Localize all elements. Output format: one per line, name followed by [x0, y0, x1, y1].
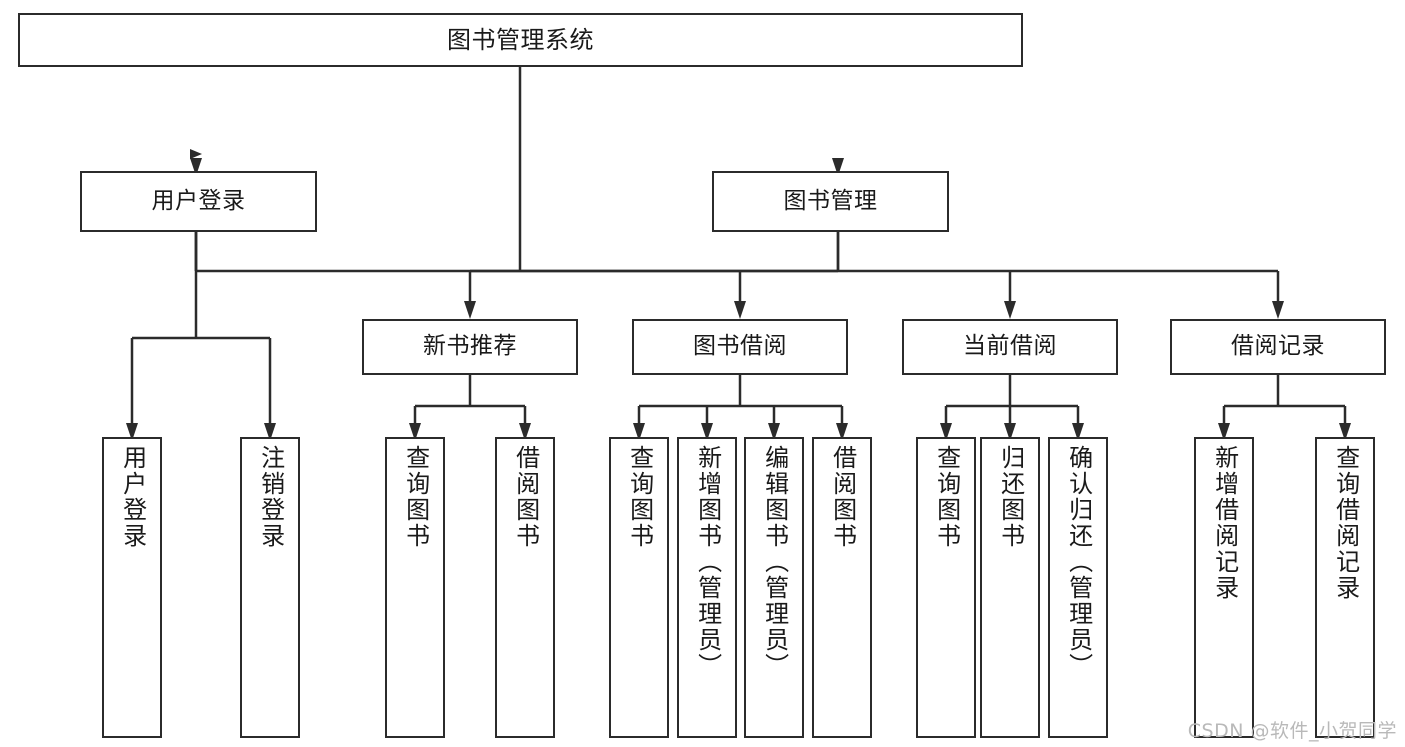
node-leaf-borrow-book-1[interactable]: 借阅图书	[495, 437, 555, 738]
node-book-manage-label: 图书管理	[783, 187, 878, 214]
node-leaf-user-logout[interactable]: 注销登录	[240, 437, 300, 738]
node-book-borrow-label: 图书借阅	[693, 333, 787, 360]
arrow-to-leaf-borrow-book-2	[836, 423, 848, 441]
node-leaf-borrow-book-2[interactable]: 借阅图书	[812, 437, 872, 738]
node-leaf-add-book[interactable]: 新增图书（管理员）	[677, 437, 737, 738]
node-leaf-query-book-3-label: 查询图书	[932, 445, 961, 549]
node-leaf-return-book[interactable]: 归还图书	[980, 437, 1040, 738]
arrow-to-new-book-rec	[464, 301, 476, 319]
node-leaf-confirm-return-label: 确认归还（管理员）	[1064, 445, 1093, 679]
node-leaf-confirm-return[interactable]: 确认归还（管理员）	[1048, 437, 1108, 738]
arrow-to-leaf-borrow-book-1	[519, 423, 531, 441]
node-leaf-query-record-label: 查询借阅记录	[1331, 445, 1360, 601]
node-leaf-borrow-book-1-label: 借阅图书	[511, 445, 540, 549]
node-new-book-rec-label: 新书推荐	[423, 333, 517, 360]
node-leaf-add-record[interactable]: 新增借阅记录	[1194, 437, 1254, 738]
arrow-to-borrow-record	[1272, 301, 1284, 319]
node-book-borrow[interactable]: 图书借阅	[632, 319, 848, 375]
node-leaf-borrow-book-2-label: 借阅图书	[828, 445, 857, 549]
node-leaf-edit-book[interactable]: 编辑图书（管理员）	[744, 437, 804, 738]
node-leaf-query-book-2[interactable]: 查询图书	[609, 437, 669, 738]
node-leaf-query-book-2-label: 查询图书	[625, 445, 654, 549]
node-user-login[interactable]: 用户登录	[80, 171, 317, 232]
node-borrow-record[interactable]: 借阅记录	[1170, 319, 1386, 375]
node-borrow-record-label: 借阅记录	[1231, 333, 1325, 360]
node-leaf-edit-book-label: 编辑图书（管理员）	[760, 445, 789, 679]
node-leaf-user-login[interactable]: 用户登录	[102, 437, 162, 738]
arrow-to-current-borrow	[1004, 301, 1016, 319]
node-leaf-add-book-label: 新增图书（管理员）	[693, 445, 722, 679]
node-root-label: 图书管理系统	[447, 25, 594, 54]
node-current-borrow-label: 当前借阅	[963, 333, 1057, 360]
arrow-to-leaf-edit-book	[768, 423, 780, 441]
node-current-borrow[interactable]: 当前借阅	[902, 319, 1118, 375]
arrow-to-leaf-user-login	[126, 423, 138, 441]
arrow-to-leaf-query-book-3	[940, 423, 952, 441]
arrow-to-leaf-query-record	[1339, 423, 1351, 441]
node-leaf-user-login-label: 用户登录	[118, 445, 147, 549]
arrow-to-leaf-user-logout	[264, 423, 276, 441]
node-book-manage[interactable]: 图书管理	[712, 171, 949, 232]
arrow-to-leaf-return-book	[1004, 423, 1016, 441]
node-leaf-return-book-label: 归还图书	[996, 445, 1025, 549]
arrow-to-book-borrow	[734, 301, 746, 319]
node-leaf-query-book-1-label: 查询图书	[401, 445, 430, 549]
node-leaf-user-logout-label: 注销登录	[256, 445, 285, 549]
node-leaf-query-book-1[interactable]: 查询图书	[385, 437, 445, 738]
arrow-to-leaf-query-book-2	[633, 423, 645, 441]
node-leaf-add-record-label: 新增借阅记录	[1210, 445, 1239, 601]
arrow-to-user-login	[190, 158, 202, 176]
node-new-book-rec[interactable]: 新书推荐	[362, 319, 578, 375]
arrowheads	[126, 158, 1351, 441]
node-leaf-query-book-3[interactable]: 查询图书	[916, 437, 976, 738]
node-user-login-label: 用户登录	[151, 187, 246, 214]
node-leaf-query-record[interactable]: 查询借阅记录	[1315, 437, 1375, 738]
node-root[interactable]: 图书管理系统	[18, 13, 1023, 67]
arrow-to-book-manage	[832, 158, 844, 176]
arrow-to-leaf-add-record	[1218, 423, 1230, 441]
arrow-to-leaf-add-book	[701, 423, 713, 441]
arrow-to-leaf-query-book-1	[409, 423, 421, 441]
arrow-to-leaf-confirm-return	[1072, 423, 1084, 441]
